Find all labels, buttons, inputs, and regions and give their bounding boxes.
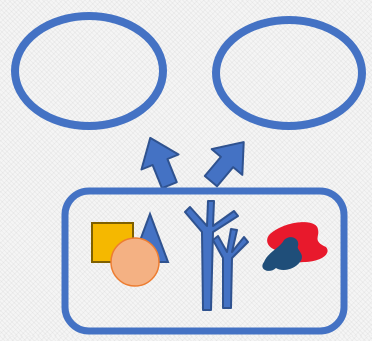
right-ellipse — [212, 16, 366, 130]
container-box — [61, 187, 348, 335]
blob-pair-icon — [262, 222, 328, 271]
left-ellipse — [11, 12, 167, 130]
short-y-shape-icon — [212, 228, 249, 309]
tall-y-shape-icon — [184, 200, 239, 311]
right-up-arrow-icon — [203, 141, 245, 188]
left-up-arrow-icon — [140, 136, 180, 190]
circle-icon — [110, 237, 160, 287]
